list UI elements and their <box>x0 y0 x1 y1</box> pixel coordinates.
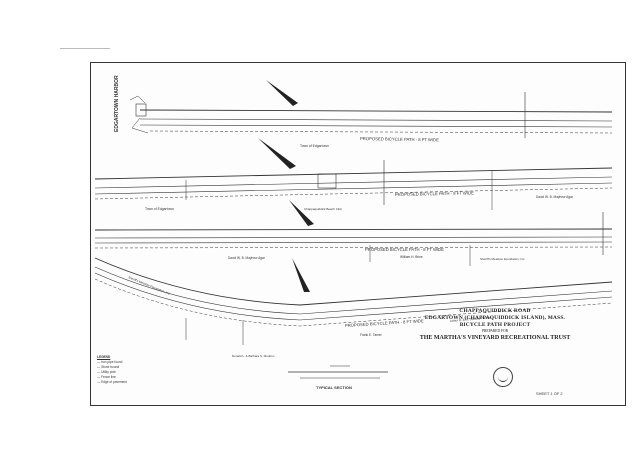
owner-label-south-5: Frank E. Tamer <box>360 333 383 337</box>
legend-title: LEGEND <box>97 355 111 359</box>
title-project: BICYCLE PATH PROJECT <box>459 322 531 328</box>
road-strip-3 <box>94 212 613 266</box>
owner-label-south-7: Donald L. & Barbara S. Moulton <box>232 354 275 358</box>
legend-item: — Stone bound <box>97 365 120 369</box>
legend-item: — Edge of pavement <box>97 380 127 384</box>
north-arrow-icon <box>289 200 314 226</box>
legend-item: — Fence line <box>97 375 116 379</box>
owner-label-south-6: Arthur R. & M. Dorothy Preston <box>450 315 492 323</box>
legend: LEGEND — Iron pipe found — Stone bound —… <box>97 355 127 385</box>
owner-label-north: David W. B. Mayhew Agar <box>536 195 574 199</box>
north-arrow-icon <box>292 258 310 292</box>
title-town: EDGARTOWN (CHAPPAQUIDDICK ISLAND), MASS. <box>424 315 566 321</box>
client-name: THE MARTHA'S VINEYARD RECREATIONAL TRUST <box>419 335 571 341</box>
route-label-4: PROPOSED BICYCLE PATH - 8 FT WIDE <box>345 318 424 328</box>
north-arrow-icon <box>266 80 298 106</box>
corner-mark <box>100 48 108 49</box>
route-label-2: PROPOSED BICYCLE PATH - 8 FT WIDE <box>395 190 474 197</box>
town-label-2: Town of Edgartown <box>145 207 174 211</box>
typical-section-diagram <box>288 365 388 379</box>
town-label-1: Town of Edgartown <box>300 144 329 148</box>
sheet-number: SHEET 1 OF 2 <box>536 391 563 396</box>
prepared-for: PREPARED FOR <box>482 329 508 333</box>
title-block: CHAPPAQUIDDICK ROAD EDGARTOWN (CHAPPAQUI… <box>400 308 590 342</box>
title-road: CHAPPAQUIDDICK ROAD <box>459 308 531 314</box>
owner-label-south-1: David W. B. Mayhew Agar <box>228 256 266 260</box>
beach-club-label: Chappaquiddick Beach Club <box>304 207 342 211</box>
corner-mark <box>60 48 110 49</box>
typical-section-label: TYPICAL SECTION <box>316 385 352 390</box>
road-strip-2 <box>94 160 613 210</box>
legend-item: — Utility pole <box>97 370 116 374</box>
route-label-1: PROPOSED BICYCLE PATH - 8 FT WIDE <box>360 136 439 142</box>
owner-label-south-2: William H. Brine <box>400 255 423 259</box>
road-strip-1 <box>129 92 613 138</box>
road-strip-4 <box>94 257 613 345</box>
north-arrow-icon <box>258 138 296 169</box>
route-label-3: PROPOSED BICYCLE PATH - 8 FT WIDE <box>365 247 444 252</box>
legend-item: — Iron pipe found <box>97 360 123 364</box>
harbor-label: EDGARTOWN HARBOR <box>114 75 120 132</box>
owner-label-south-3: Sheriff's Meadow Foundation, Inc. <box>480 257 525 261</box>
seal-icon <box>493 367 513 387</box>
